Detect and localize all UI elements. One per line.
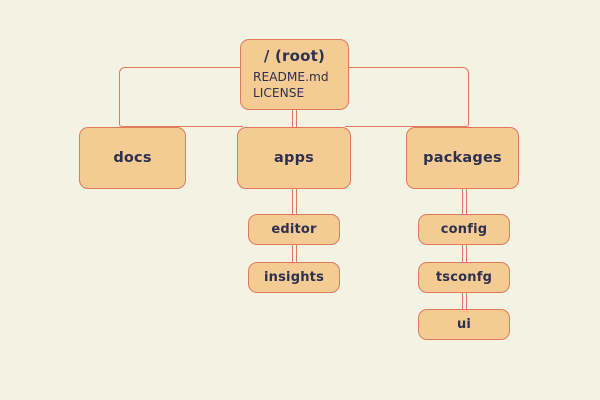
node-docs[interactable]: docs <box>79 127 186 189</box>
node-docs-label: docs <box>113 150 152 166</box>
node-insights-label: insights <box>263 270 325 285</box>
connector-root-stem <box>291 106 297 130</box>
node-ui-label: ui <box>456 317 472 332</box>
connector-config-to-tsconfg <box>461 243 467 265</box>
node-packages[interactable]: packages <box>406 127 519 189</box>
node-ui[interactable]: ui <box>418 309 510 340</box>
node-root-label: / (root) <box>263 47 326 65</box>
node-apps-label: apps <box>274 150 314 166</box>
node-config-label: config <box>440 222 488 237</box>
file-item-readme: README.md <box>253 70 329 84</box>
node-editor-label: editor <box>271 222 317 237</box>
node-config[interactable]: config <box>418 214 510 245</box>
connector-apps-to-editor <box>291 186 297 216</box>
root-file-list: README.md LICENSE <box>253 69 336 101</box>
connector-root-to-docs <box>119 67 243 127</box>
connector-editor-to-insights <box>291 243 297 265</box>
node-editor[interactable]: editor <box>248 214 340 245</box>
node-apps[interactable]: apps <box>237 127 351 189</box>
node-packages-label: packages <box>423 150 502 166</box>
connector-packages-to-config <box>461 186 467 216</box>
connector-tsconfg-to-ui <box>461 290 467 312</box>
node-root[interactable]: / (root) README.md LICENSE <box>240 39 349 110</box>
file-item-license: LICENSE <box>253 86 305 101</box>
node-tsconfg-label: tsconfg <box>435 270 493 285</box>
node-insights[interactable]: insights <box>248 262 340 293</box>
node-tsconfg[interactable]: tsconfg <box>418 262 510 293</box>
connector-root-to-packages <box>345 67 469 127</box>
